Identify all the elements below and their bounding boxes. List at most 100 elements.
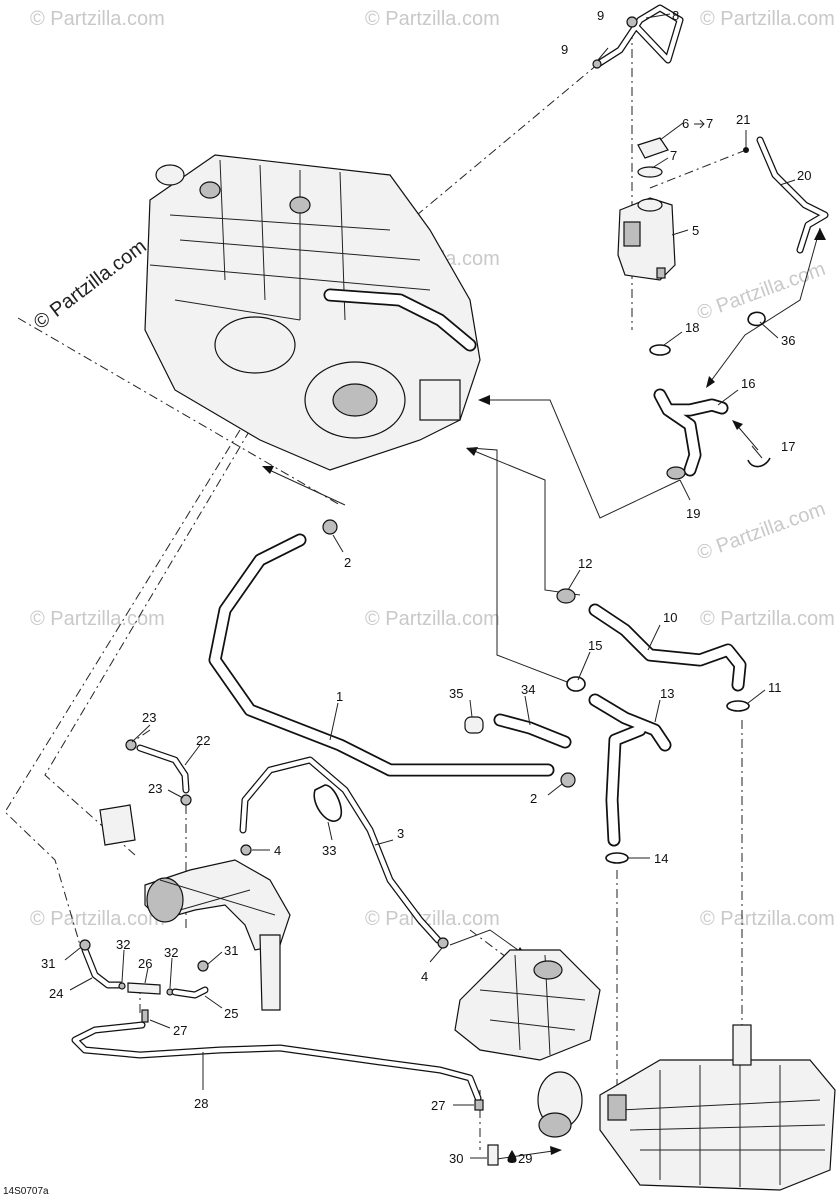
leader-line: [429, 947, 443, 963]
watermark: © Partzilla.com: [700, 8, 835, 30]
leader-line: [663, 331, 683, 346]
engine-pulley: [214, 316, 296, 374]
leader-line: [651, 157, 669, 169]
leader-line: [207, 951, 223, 965]
leader-line: [567, 569, 581, 591]
engine-sensor: [289, 196, 311, 214]
callout-30: 30: [449, 1151, 463, 1166]
hose-clamp-9: [626, 16, 638, 28]
fitting-27: [141, 1009, 149, 1023]
hose-28-tube: [71, 1021, 482, 1102]
leader-line: [654, 699, 661, 723]
pump-housing: [454, 949, 601, 1061]
hose-8: [592, 4, 684, 69]
cap-gasket-7: [637, 166, 663, 178]
coolant-reservoir-group: [617, 137, 749, 281]
callout-32: 32: [116, 937, 130, 952]
callout-26: 26: [138, 956, 152, 971]
clamp-19: [666, 466, 686, 480]
leader-line: [149, 1019, 171, 1029]
dash-line: [4, 429, 241, 946]
clamp-18: [649, 344, 671, 356]
engine-cap: [155, 164, 185, 186]
hose-20-tube-fill: [757, 137, 828, 253]
fitting-27: [474, 1099, 484, 1111]
exhaust-outlet: [259, 934, 281, 1011]
leader-line: [327, 821, 333, 841]
leader-line: [547, 783, 563, 796]
leader-line: [469, 699, 473, 718]
clamp-32: [118, 982, 126, 990]
leader-line: [659, 122, 684, 141]
leader-line: [751, 445, 763, 459]
clamp-15: [566, 676, 586, 692]
watermark: © Partzilla.com: [365, 608, 500, 630]
hose-3-tube-fill: [240, 757, 441, 943]
callout-29: 29: [518, 1151, 532, 1166]
leader-lines: [64, 13, 796, 1159]
arrowhead: [732, 420, 743, 430]
heat-exchanger-inlet: [732, 1024, 752, 1066]
flow-arrow-line: [466, 447, 581, 596]
callout-5: 5: [692, 223, 699, 238]
flow-arrow-line: [707, 227, 821, 386]
hose-28-tube-fill: [72, 1022, 481, 1101]
heat-exchanger-outlet: [607, 1094, 627, 1121]
callout-23: 23: [142, 710, 156, 725]
reservoir-label: [623, 221, 641, 247]
dash-line: [404, 63, 599, 226]
filter-cap: [538, 1112, 572, 1138]
callout-2: 2: [530, 791, 537, 806]
hose-3: [239, 756, 449, 949]
callout-21: 21: [736, 112, 750, 127]
clamp-23: [125, 739, 137, 751]
hose-1: [208, 519, 576, 788]
leader-line: [131, 724, 151, 743]
hose-16: [649, 344, 771, 480]
arrow-icon: [694, 119, 705, 129]
callout-31: 31: [224, 943, 238, 958]
callout-9: 9: [597, 8, 604, 23]
clamp-11: [726, 700, 750, 712]
engine-hub: [332, 383, 378, 417]
hose-1-tube-fill: [210, 535, 553, 775]
callout-34: 34: [521, 682, 535, 697]
filter-element: [537, 1071, 583, 1138]
heat-exchanger-plate: [599, 1059, 836, 1191]
hose-13-tube-fill: [590, 695, 670, 845]
callout-17: 17: [781, 439, 795, 454]
leader-line: [647, 624, 661, 651]
leader-line: [747, 689, 766, 704]
callout-19: 19: [686, 506, 700, 521]
leader-line: [679, 479, 691, 501]
pump-housing-assembly: [454, 949, 601, 1061]
callout-9: 9: [561, 42, 568, 57]
hose-16-tube-fill: [655, 390, 727, 475]
tee-fitting-26: [127, 982, 161, 995]
leader-line: [717, 389, 739, 406]
leader-line: [184, 744, 201, 766]
arrowhead: [706, 376, 715, 388]
leader-line: [577, 651, 591, 681]
leader-line: [645, 13, 671, 19]
flow-arrow-line: [449, 929, 526, 956]
dash-line: [649, 149, 747, 189]
callout-18: 18: [685, 320, 699, 335]
callout-24: 24: [49, 986, 63, 1001]
o-ring-36: [747, 311, 766, 327]
leader-line: [169, 957, 173, 989]
callout-12: 12: [578, 556, 592, 571]
clamp-4: [240, 844, 252, 856]
lower-left-hoses: [79, 939, 209, 1023]
engine-pump-housing: [419, 379, 461, 421]
clamp-31: [79, 939, 91, 951]
callout-11: 11: [768, 680, 782, 695]
clamp-12: [556, 588, 576, 604]
callout-3: 3: [397, 826, 404, 841]
callout-labels: 9 8 9 6 7 7 21 20 5 18 36 16 17 19 2 12 …: [41, 8, 811, 1166]
leader-line: [329, 702, 339, 741]
flow-arrows: [262, 227, 826, 1161]
watermark: © Partzilla.com: [694, 498, 828, 565]
watermark: © Partzilla.com: [30, 8, 165, 30]
